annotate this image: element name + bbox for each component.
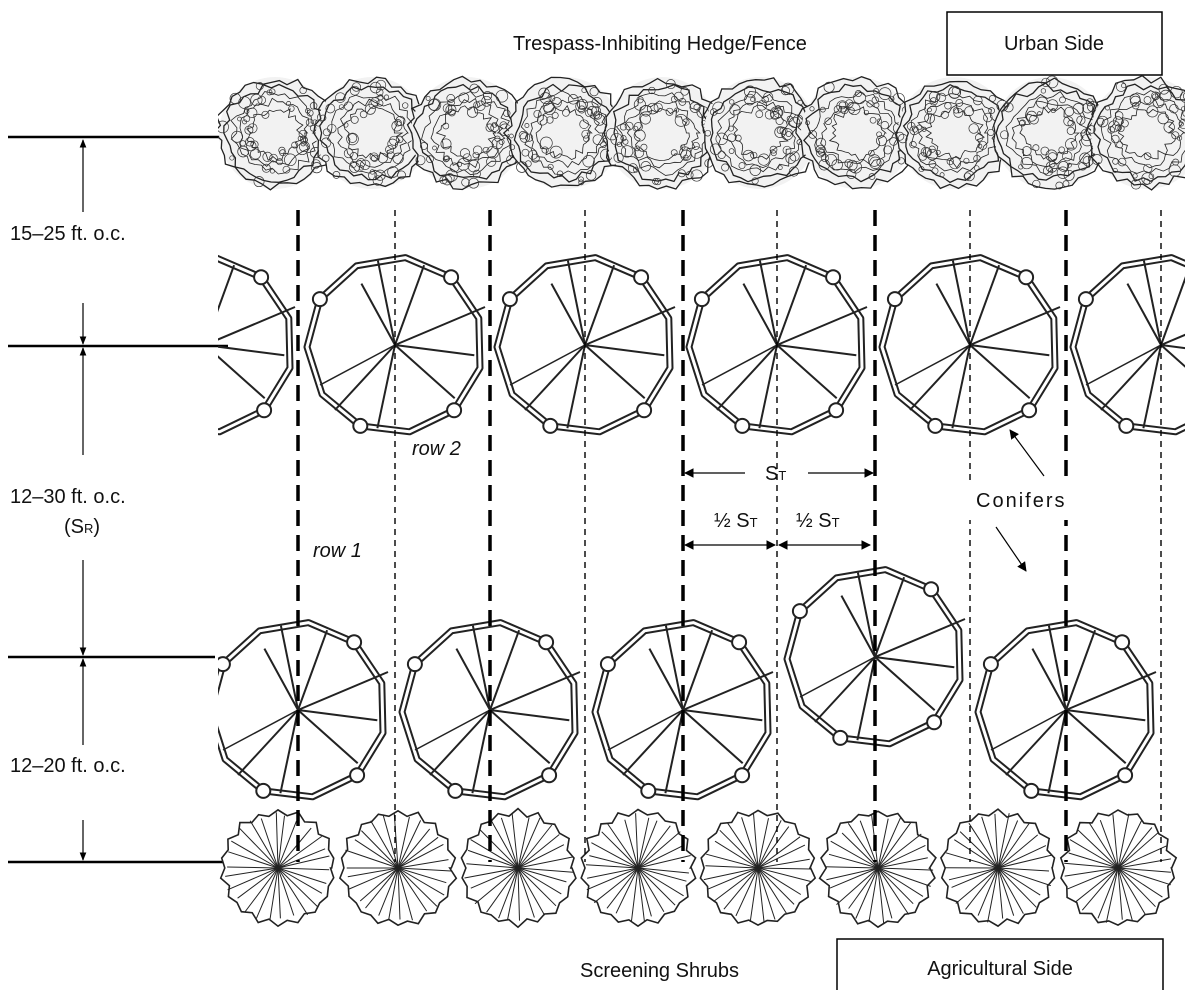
conifer-row-1 (218, 566, 1157, 801)
conifer-tree-icon (685, 254, 868, 436)
hedge-shrub-icon (502, 76, 628, 189)
half-st-label-right: ½ ST (796, 510, 840, 532)
row-1-label: row 1 (313, 540, 362, 562)
conifers-callout: Conifers (968, 429, 1086, 572)
hedge-shrub-icon (406, 75, 528, 191)
half-st-label-left: ½ ST (714, 510, 758, 532)
conifer-tree-icon (783, 566, 966, 748)
dimension-column: 15–25 ft. o.c. 12–30 ft. o.c. (SR) 12–20… (8, 135, 232, 864)
dim-label-12-20: 12–20 ft. o.c. (10, 755, 126, 777)
screening-shrub-icon (818, 810, 937, 929)
dim-label-15-25: 15–25 ft. o.c. (10, 223, 126, 245)
hedge-shrub-icon (992, 75, 1113, 190)
conifer-tree-icon (878, 254, 1061, 436)
conifer-tree-icon (493, 254, 676, 436)
conifer-tree-icon (974, 619, 1157, 801)
screening-shrub-icon (580, 808, 697, 928)
screening-shrub-row (219, 807, 1178, 929)
conifer-tree-icon (591, 619, 774, 801)
screening-shrub-icon (1059, 809, 1178, 926)
conifer-row-2 (218, 254, 1185, 436)
hedge-shrub-icon (218, 77, 338, 191)
hedge-shrub-icon (313, 76, 434, 189)
conifer-tree-icon (303, 254, 486, 436)
half-spacing-dimension: ½ ST ½ ST (684, 510, 871, 550)
screening-shrub-icon (219, 808, 335, 928)
conifer-tree-icon (218, 619, 389, 801)
screening-shrub-icon (338, 809, 458, 927)
hedge-row (218, 74, 1185, 191)
hedge-title: Trespass-Inhibiting Hedge/Fence (513, 33, 807, 55)
screening-shrub-icon (460, 807, 577, 929)
row-1-guide-lines (296, 210, 1068, 862)
st-label: ST (765, 463, 786, 485)
tree-spacing-dimension: ST (684, 463, 874, 485)
conifer-tree-icon (218, 254, 296, 436)
urban-side-box: Urban Side (946, 11, 1163, 76)
agricultural-side-label: Agricultural Side (927, 958, 1073, 980)
dim-label-12-30: 12–30 ft. o.c. (10, 486, 126, 508)
conifers-arrow-down (995, 526, 1027, 572)
hedge-shrub-icon (701, 77, 821, 189)
hedge-shrub-icon (1085, 74, 1185, 191)
agricultural-side-box: Agricultural Side (836, 938, 1164, 990)
conifer-tree-icon (398, 619, 581, 801)
screening-shrub-icon (699, 809, 817, 927)
hedge-shrub-icon (895, 77, 1017, 190)
screening-shrubs-label: Screening Shrubs (580, 960, 739, 982)
dim-label-sr: (SR) (64, 516, 100, 538)
conifers-label: Conifers (976, 490, 1066, 512)
conifers-arrow-up (1009, 429, 1045, 477)
hedge-shrub-icon (795, 76, 918, 190)
row-2-guide-lines (394, 210, 1162, 862)
conifer-tree-icon (1069, 254, 1185, 436)
row-2-label: row 2 (412, 438, 461, 460)
screening-shrub-icon (939, 808, 1056, 928)
urban-side-label: Urban Side (1004, 33, 1104, 55)
